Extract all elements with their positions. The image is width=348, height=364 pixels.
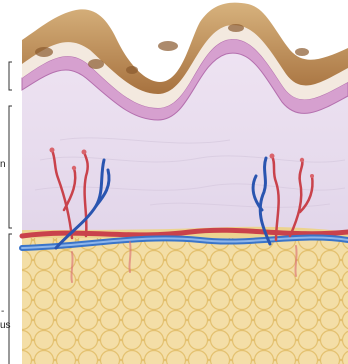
dermis-label-fragment: n [0, 160, 6, 170]
hypodermis-label-dash: - [1, 307, 4, 317]
epidermis-bracket [9, 62, 12, 90]
hypodermis-bracket [9, 234, 12, 364]
dermis-bracket [9, 106, 12, 228]
layer-brackets [9, 62, 12, 364]
hypodermis-label-fragment: us [0, 321, 11, 331]
